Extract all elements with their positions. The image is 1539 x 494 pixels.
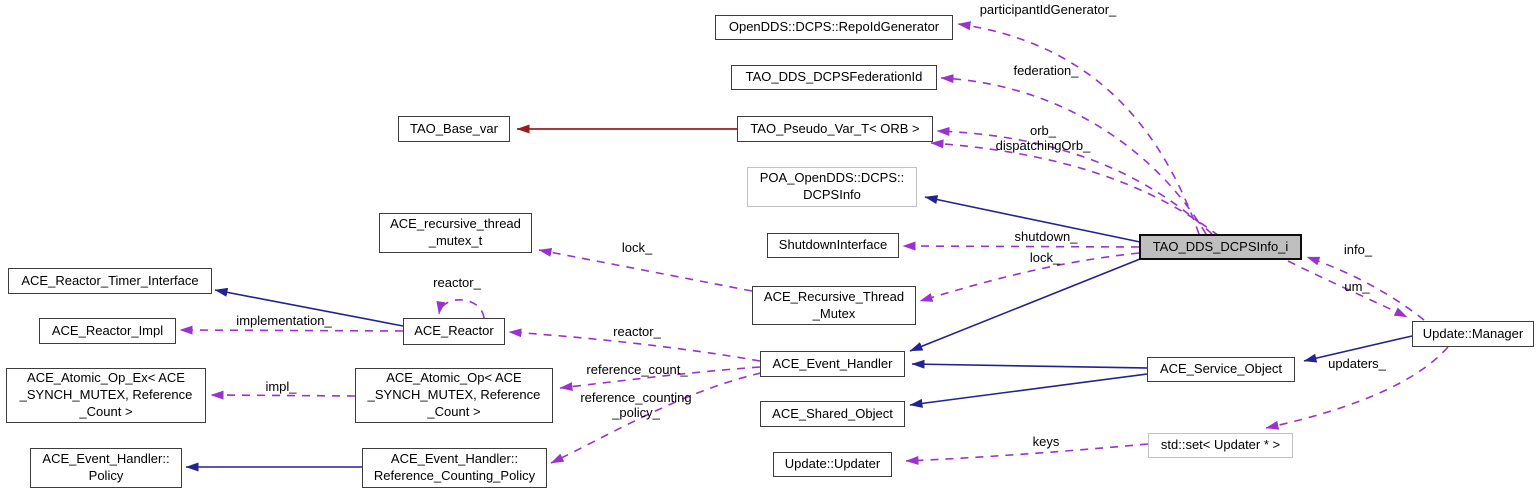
node-ace-recursive-thread-mutex-t[interactable]: ACE_recursive_thread _mutex_t xyxy=(379,213,532,253)
edge-lock-mutex xyxy=(538,247,753,292)
node-tao-pseudo-var-t-orb[interactable]: TAO_Pseudo_Var_T< ORB > xyxy=(737,116,933,142)
edge-participantidgenerator xyxy=(957,21,1200,235)
node-ace-atomic-op-ex[interactable]: ACE_Atomic_Op_Ex< ACE _SYNCH_MUTEX, Refe… xyxy=(6,368,206,423)
edge-reactor-eh xyxy=(508,328,761,362)
node-poa-opendds-dcps-dcpsinfo[interactable]: POA_OpenDDS::DCPS:: DCPSInfo xyxy=(747,167,917,207)
edge-shutdown xyxy=(902,241,1140,251)
node-ace-event-handler-reference-counting-policy[interactable]: ACE_Event_Handler:: Reference_Counting_P… xyxy=(362,448,547,488)
edge-reactor-self xyxy=(436,299,485,319)
node-shutdowninterface[interactable]: ShutdownInterface xyxy=(767,233,899,258)
edge-keys xyxy=(905,443,1149,465)
edge-orb xyxy=(936,126,1213,235)
edge-reference-count xyxy=(559,366,761,392)
node-ace-service-object[interactable]: ACE_Service_Object xyxy=(1147,357,1295,382)
node-ace-reactor-impl[interactable]: ACE_Reactor_Impl xyxy=(39,318,176,344)
node-ace-event-handler[interactable]: ACE_Event_Handler xyxy=(760,351,905,377)
node-ace-event-handler-policy[interactable]: ACE_Event_Handler:: Policy xyxy=(30,448,182,488)
edge-impl xyxy=(210,390,356,400)
edge-inherit-reactor-timeriface xyxy=(214,287,404,327)
node-ace-atomic-op[interactable]: ACE_Atomic_Op< ACE _SYNCH_MUTEX, Referen… xyxy=(355,368,553,423)
node-std-set-updater[interactable]: std::set< Updater * > xyxy=(1148,433,1293,458)
edge-federation xyxy=(940,74,1207,235)
node-tao-dds-dcpsfederationid[interactable]: TAO_DDS_DCPSFederationId xyxy=(731,65,937,90)
edge-lock-main xyxy=(919,252,1140,302)
node-update-manager[interactable]: Update::Manager xyxy=(1412,321,1534,347)
edge-um xyxy=(1287,260,1408,318)
edge-inherit-serviceobj-sharedobj xyxy=(909,373,1148,408)
edge-updaters xyxy=(1265,346,1449,430)
edge-inherit-poa xyxy=(924,195,1141,243)
node-ace-reactor-timer-interface[interactable]: ACE_Reactor_Timer_Interface xyxy=(8,268,212,294)
node-opendds-dcps-repoidgenerator[interactable]: OpenDDS::DCPS::RepoIdGenerator xyxy=(715,15,953,40)
edge-inherit-serviceobj-eventhandler xyxy=(911,359,1148,369)
node-tao-base-var[interactable]: TAO_Base_var xyxy=(398,116,510,142)
edge-inherit-main-eventhandler xyxy=(909,258,1141,352)
edge-info xyxy=(1306,256,1425,321)
edge-dispatchingorb xyxy=(930,139,1220,237)
edge-inherit-manager-serviceobj xyxy=(1303,335,1413,363)
node-ace-shared-object[interactable]: ACE_Shared_Object xyxy=(760,401,905,427)
node-update-updater[interactable]: Update::Updater xyxy=(773,452,892,477)
edge-reference-counting-policy xyxy=(550,372,762,464)
node-ace-recursive-thread-mutex[interactable]: ACE_Recursive_Thread _Mutex xyxy=(752,286,916,325)
edge-implementation xyxy=(179,325,404,335)
node-ace-reactor[interactable]: ACE_Reactor xyxy=(403,318,505,345)
node-tao-dds-dcpsinfo-i[interactable]: TAO_DDS_DCPSInfo_i xyxy=(1139,234,1302,260)
